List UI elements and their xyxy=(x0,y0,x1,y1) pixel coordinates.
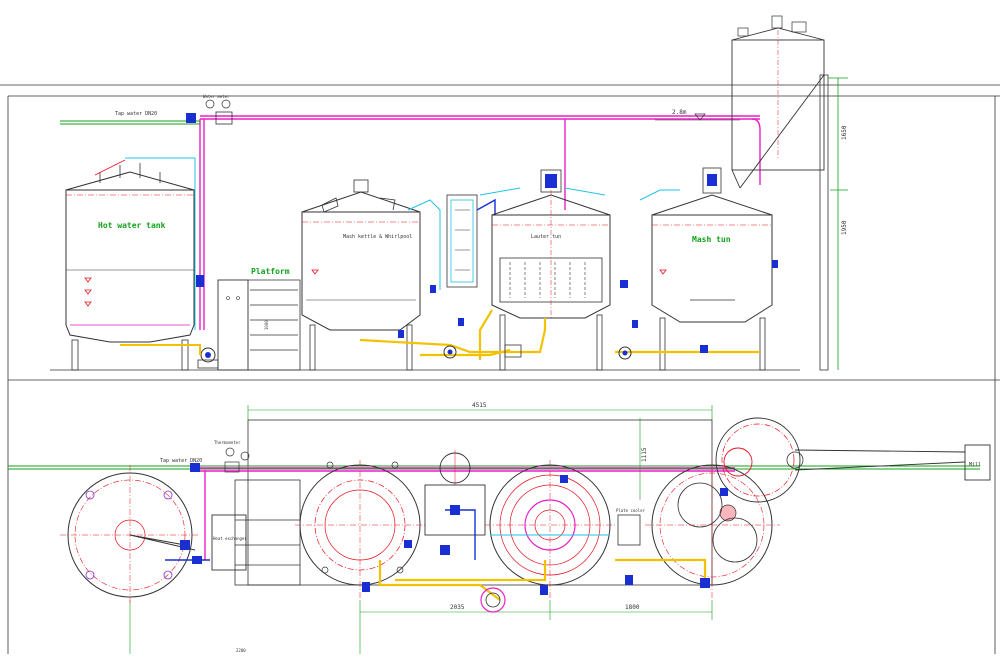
spacing-a-dim: 2035 xyxy=(450,604,465,611)
tap-water-label-plan: Tap water DN20 xyxy=(160,458,202,464)
wort-pipes-plan xyxy=(378,558,707,601)
water-meter-label-top: Water meter xyxy=(203,94,230,99)
platform-height-dim: 1000 xyxy=(264,320,269,330)
level-value: 2.8m xyxy=(672,109,687,116)
hot-water-line-top xyxy=(199,115,761,330)
valve-cluster-top: Water meter xyxy=(186,94,233,125)
plate-cooler-label: Plate cooler xyxy=(616,508,645,513)
grain-silo: 1650 1950 xyxy=(731,15,848,371)
thermometer-label-plan: Thermometer xyxy=(214,440,241,445)
control-cabinet xyxy=(217,279,249,371)
heat-exchanger-plan: Heat exchanger xyxy=(165,514,247,571)
mash-kettle-plan xyxy=(295,460,425,600)
mill-label: Mill xyxy=(969,462,981,468)
valves-plan-top: Thermometer xyxy=(190,440,250,473)
lauter-tun-plan xyxy=(485,460,615,600)
mash-tun: Mash tun xyxy=(639,167,773,371)
bottom-ref-dim: 2200 xyxy=(236,648,246,653)
mash-tun-label: Mash tun xyxy=(692,235,731,244)
overall-length-dim: 4515 xyxy=(472,402,487,409)
silo-plan: Mill xyxy=(715,417,991,503)
right-depth-dim: 1115 xyxy=(641,447,648,462)
plan-dimensions xyxy=(129,405,713,654)
tap-water-label-top: Tap water DN20 xyxy=(115,111,157,117)
platform-label: Platform xyxy=(251,267,290,276)
mash-tun-plan xyxy=(645,460,780,600)
hot-water-tank-label: Hot water tank xyxy=(98,221,166,230)
drawing-frame xyxy=(0,84,1000,654)
whirlpool-plan xyxy=(424,450,486,560)
silo-height-dim: 1650 xyxy=(841,125,848,140)
heat-exchanger-label: Heat exchanger xyxy=(213,536,247,541)
tank-height-dim: 1950 xyxy=(841,220,848,235)
tap-water-line-top xyxy=(60,120,200,125)
hot-water-tank-plan xyxy=(60,465,200,605)
plate-cooler-plan xyxy=(617,514,641,546)
mash-kettle-label: Mash kettle & Whirlpool xyxy=(343,234,412,240)
pumps-plan xyxy=(362,475,728,613)
lauter-tun: Lauter tun xyxy=(479,169,611,371)
heat-exchanger-column xyxy=(446,194,496,288)
level-marker: 2.8m xyxy=(655,109,740,121)
lauter-tun-label: Lauter tun xyxy=(531,234,561,240)
spacing-b-dim: 1800 xyxy=(625,604,640,611)
platform xyxy=(248,279,301,371)
pumps-top xyxy=(398,260,778,360)
hot-water-tank: Hot water tank xyxy=(65,157,196,371)
